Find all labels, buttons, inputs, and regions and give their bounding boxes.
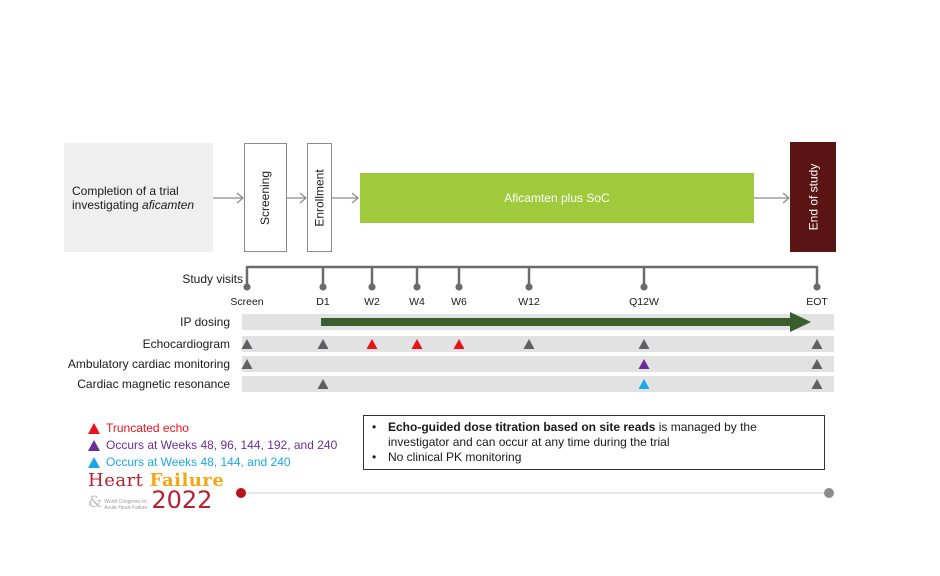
marker-echocardiogram-eot: [811, 339, 823, 349]
visit-dot-d1: [319, 283, 327, 291]
marker-echocardiogram-w12: [523, 339, 535, 349]
row-label-ip-dosing: IP dosing: [180, 315, 230, 329]
end-of-study-box: End of study: [790, 142, 836, 252]
marker-echocardiogram-screen: [241, 339, 253, 349]
ip-dosing-arrow: [321, 312, 811, 332]
logo-title: Heart Failure: [88, 471, 224, 491]
visit-dot-w4: [413, 283, 421, 291]
bullet: •: [372, 450, 377, 464]
visit-label-d1: D1: [316, 296, 330, 308]
bullet: •: [372, 420, 377, 434]
marker-echocardiogram-d1: [317, 339, 329, 349]
row-label-ambulatory-cardiac-monitoring: Ambulatory cardiac monitoring: [67, 357, 230, 371]
prior-trial-drug-name: aficamten: [142, 197, 195, 212]
visit-dot-w12: [525, 283, 533, 291]
legend-label: Occurs at Weeks 48, 96, 144, 192, and 24…: [106, 438, 338, 452]
note-item: • No clinical PK monitoring: [372, 450, 816, 465]
arrow-enrollment-to-treatment: [332, 192, 359, 204]
ip-dosing-arrow-head: [790, 312, 811, 332]
visit-label-screen: Screen: [230, 296, 264, 308]
visit-dot-w6: [455, 283, 463, 291]
marker-ambulatory-cardiac-monitoring-screen: [241, 359, 253, 369]
visit-label-w6: W6: [451, 296, 467, 308]
visit-dot-eot: [813, 283, 821, 291]
visit-dot-w2: [368, 283, 376, 291]
treatment-box: Aficamten plus SoC: [360, 173, 754, 223]
visit-dot-screen: [243, 283, 251, 291]
notes-box: • Echo-guided dose titration based on si…: [363, 415, 825, 470]
visit-label-w4: W4: [409, 296, 425, 308]
logo-word-heart: Heart: [88, 470, 144, 491]
logo-ampersand: &: [88, 492, 103, 511]
arrow-prior-to-screening: [213, 192, 244, 204]
legend-item-weeks-48-96-144-192-240: Occurs at Weeks 48, 96, 144, 192, and 24…: [88, 438, 337, 452]
legend-item-truncated: Truncated echo: [88, 421, 189, 435]
marker-echocardiogram-w4: [411, 339, 423, 349]
prior-trial-text: Completion of a trial investigating afic…: [64, 184, 213, 212]
progress-end-dot: [824, 488, 834, 498]
row-label-echocardiogram: Echocardiogram: [142, 337, 230, 351]
arrow-screening-to-enrollment: [287, 192, 307, 204]
row-track-echocardiogram: [242, 336, 834, 352]
legend-label: Occurs at Weeks 48, 144, and 240: [106, 455, 291, 469]
prior-trial-box: Completion of a trial investigating afic…: [64, 143, 213, 252]
marker-echocardiogram-w2: [366, 339, 378, 349]
note-bold-text: Echo-guided dose titration based on site…: [388, 420, 656, 434]
visit-dot-q12w: [640, 283, 648, 291]
legend-item-weeks-48-144-240: Occurs at Weeks 48, 144, and 240: [88, 455, 291, 469]
marker-echocardiogram-w6: [453, 339, 465, 349]
triangle-icon: [88, 422, 100, 434]
triangle-icon: [88, 439, 100, 451]
triangle-icon: [88, 456, 100, 468]
visit-label-w12: W12: [518, 296, 540, 308]
visit-label-q12w: Q12W: [629, 296, 659, 308]
marker-ambulatory-cardiac-monitoring-eot: [811, 359, 823, 369]
study-visits-label: Study visits: [182, 272, 243, 286]
treatment-label: Aficamten plus SoC: [504, 191, 610, 205]
heart-failure-2022-logo: Heart Failure & World Congress on Acute …: [88, 471, 224, 514]
marker-cardiac-magnetic-resonance-d1: [317, 379, 329, 389]
row-label-cardiac-magnetic-resonance: Cardiac magnetic resonance: [77, 377, 230, 391]
prior-trial-text-prefix: Completion of a trial investigating: [72, 183, 179, 212]
logo-subline: & World Congress on Acute Heart Failure …: [88, 486, 224, 514]
logo-subtitle: World Congress on Acute Heart Failure: [104, 499, 147, 511]
legend-label: Truncated echo: [106, 421, 189, 435]
row-track-ambulatory-cardiac-monitoring: [242, 356, 834, 372]
arrow-treatment-to-end: [754, 192, 790, 204]
marker-cardiac-magnetic-resonance-q12w: [638, 379, 650, 389]
note-plain-text: is managed by the investigator and can o…: [388, 420, 757, 449]
row-track-cardiac-magnetic-resonance: [242, 376, 834, 392]
logo-subtitle-line1: World Congress on: [104, 499, 147, 505]
note-item: • Echo-guided dose titration based on si…: [372, 420, 816, 450]
logo-subtitle-line2: Acute Heart Failure: [104, 505, 148, 511]
logo-word-failure: Failure: [149, 470, 225, 491]
marker-ambulatory-cardiac-monitoring-q12w: [638, 359, 650, 369]
marker-cardiac-magnetic-resonance-eot: [811, 379, 823, 389]
visit-label-eot: EOT: [806, 296, 828, 308]
enrollment-box: Enrollment: [307, 143, 332, 252]
marker-echocardiogram-q12w: [638, 339, 650, 349]
note-plain-text: No clinical PK monitoring: [388, 450, 522, 464]
visit-label-w2: W2: [364, 296, 380, 308]
ip-dosing-arrow-shaft: [321, 318, 791, 326]
logo-year: 2022: [151, 486, 213, 514]
note-text: Echo-guided dose titration based on site…: [388, 420, 816, 450]
progress-start-dot: [236, 488, 246, 498]
screening-box: Screening: [244, 143, 287, 252]
